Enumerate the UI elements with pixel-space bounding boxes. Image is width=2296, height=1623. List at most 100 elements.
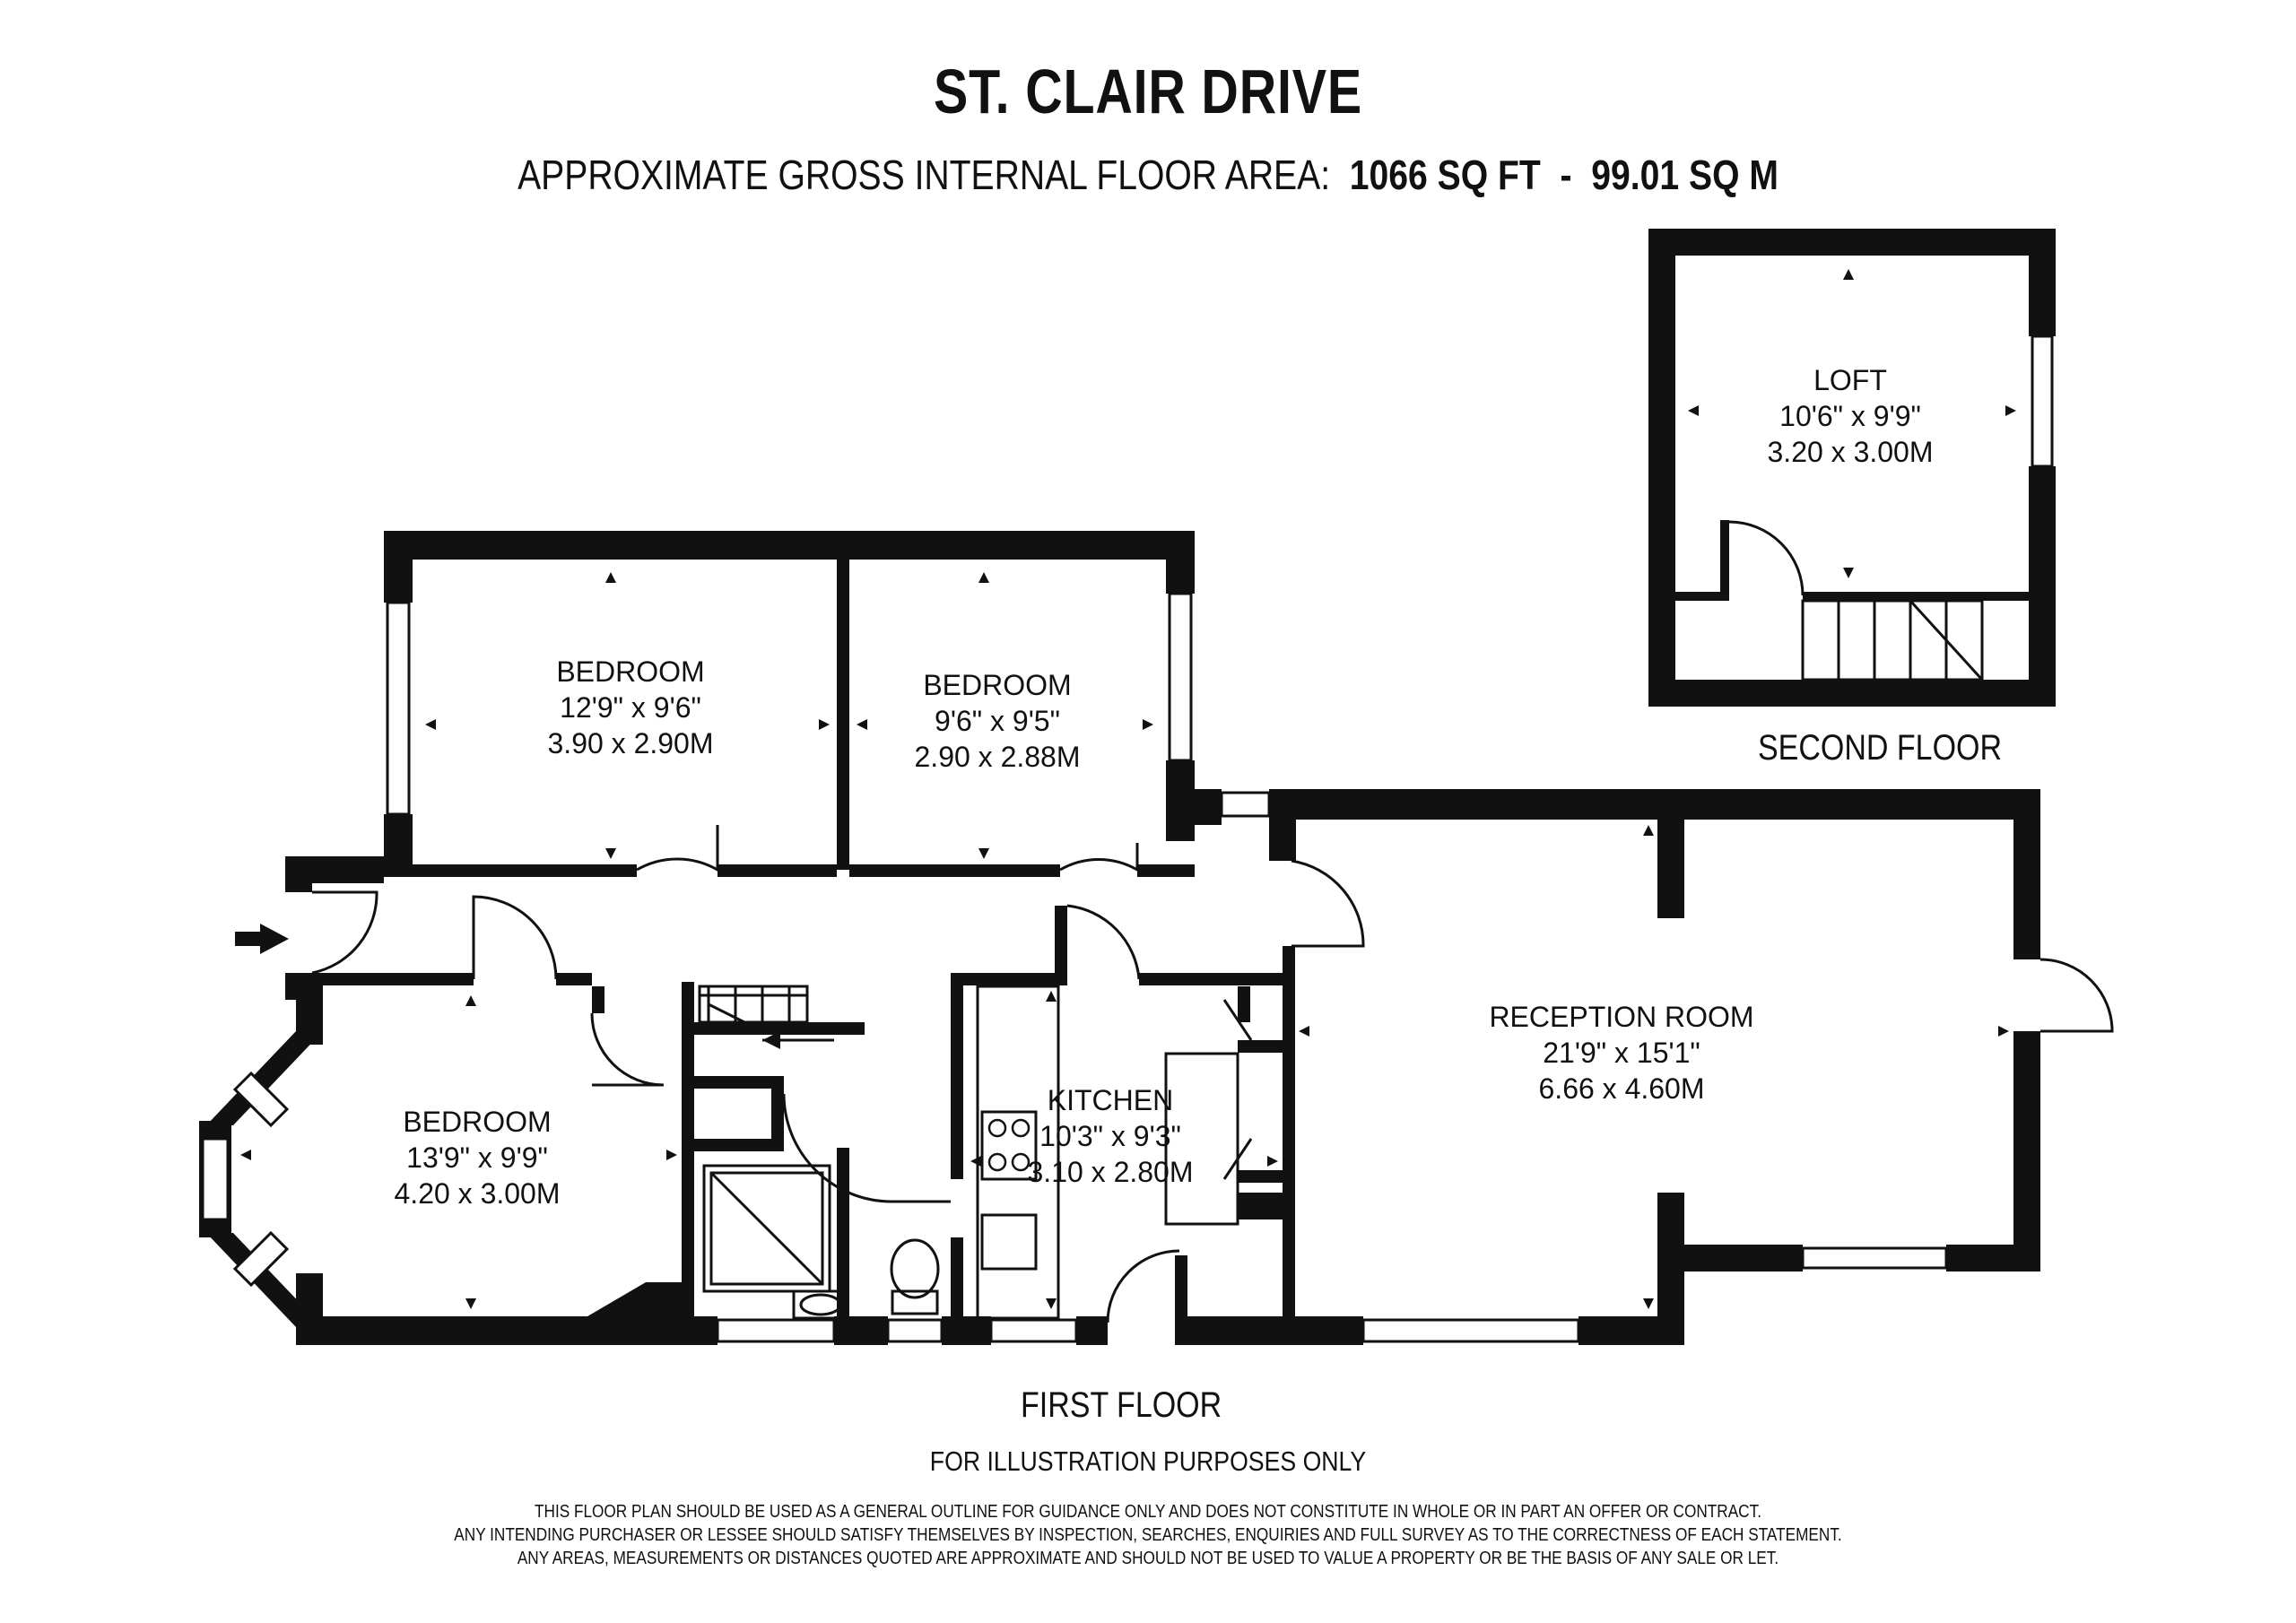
dimension-arrows xyxy=(240,269,2016,1309)
basin-bowl xyxy=(799,1293,842,1316)
bay-window-lower xyxy=(232,1230,290,1288)
loft-wall-bottom xyxy=(1648,680,2056,707)
bath-wall-bottom-left xyxy=(682,1316,718,1345)
stairs xyxy=(698,599,1984,1042)
disclaimer-line-3: ANY AREAS, MEASUREMENTS OR DISTANCES QUO… xyxy=(517,1549,1779,1568)
bay-wall-lower-diagonal xyxy=(206,1233,323,1327)
loft-wall-left xyxy=(1648,229,1675,707)
kitchen-imperial: 10'3" x 9'3" xyxy=(1039,1120,1181,1152)
wc-door-swing xyxy=(782,1093,951,1203)
wc-wall-bottom xyxy=(942,1316,991,1345)
reception-window-side xyxy=(1801,1246,1948,1270)
bedrooms-wall-top xyxy=(384,531,1195,560)
bedroom-right-wall-lower xyxy=(1166,760,1195,841)
bedroom-right-wall-upper xyxy=(1166,531,1195,594)
reception-wall-bottom-left xyxy=(1283,1316,1363,1345)
pantry-shelf-lower xyxy=(1238,1170,1283,1183)
wc-bowl xyxy=(890,1238,940,1299)
reception-door-swing xyxy=(1291,859,1365,948)
bedroom2-door-swing xyxy=(1059,843,1139,872)
bedroom2-wall-bottom-left xyxy=(849,864,1060,877)
loft-metric: 3.20 x 3.00M xyxy=(1768,436,1934,468)
reception-wall-right-upper xyxy=(2013,789,2040,959)
reception-name: RECEPTION ROOM xyxy=(1489,1001,1753,1033)
bedroom1-window xyxy=(386,601,411,816)
first-floor-stair-flight xyxy=(698,985,809,1024)
bedrooms-partition xyxy=(837,560,849,870)
loft-stair-flight xyxy=(1801,599,1984,681)
bath-wall-bottom-mid xyxy=(834,1316,888,1345)
bedroom3-metric: 4.20 x 3.00M xyxy=(395,1177,561,1210)
room-labels: LOFT 10'6" x 9'9" 3.20 x 3.00M BEDROOM 1… xyxy=(395,364,1934,1210)
illustration-notice: FOR ILLUSTRATION PURPOSES ONLY xyxy=(929,1445,1367,1477)
pantry-wall-upper xyxy=(1238,986,1250,1022)
stair-direction-arrow-head xyxy=(762,1031,780,1049)
loft-wall-right-lower xyxy=(2029,466,2056,707)
windows xyxy=(386,334,2054,1343)
landing-window xyxy=(1220,791,1271,818)
shower-tray xyxy=(702,1164,831,1293)
loft-door-swing xyxy=(1728,520,1805,596)
bay-bedroom-door-swing xyxy=(472,895,558,980)
loft-name: LOFT xyxy=(1813,364,1887,396)
floor-area-label: APPROXIMATE GROSS INTERNAL FLOOR AREA: xyxy=(517,152,1331,198)
kitchen-window xyxy=(989,1318,1078,1343)
bay-window-front xyxy=(201,1137,230,1221)
second-floor-label: SECOND FLOOR xyxy=(1758,728,2003,768)
kitchen-door-jamb xyxy=(1055,906,1067,985)
bay-bedroom-wall-angled xyxy=(587,1282,682,1345)
reception-pier-upper xyxy=(1657,820,1684,918)
bedroom-left-wall-lower xyxy=(384,814,413,877)
floor-area-sqm: 99.01 SQ M xyxy=(1591,152,1779,198)
loft-partition-left xyxy=(1675,592,1720,601)
wc-cistern xyxy=(891,1289,939,1315)
first-floor-label: FIRST FLOOR xyxy=(1021,1385,1222,1425)
bay-bedroom-wall-bottom xyxy=(296,1316,592,1345)
bedroom1-imperial: 12'9" x 9'6" xyxy=(560,691,701,724)
reception-wall-right-lower xyxy=(2013,1031,2040,1271)
entry-door-swing xyxy=(311,890,378,975)
walls xyxy=(199,229,2056,1345)
bedroom1-name: BEDROOM xyxy=(556,655,704,688)
reception-wall-bottom-right xyxy=(1578,1316,1684,1345)
kitchen-wall-top-left xyxy=(963,973,1064,985)
bedroom3-imperial: 13'9" x 9'9" xyxy=(406,1141,548,1174)
hob-rings xyxy=(987,1118,1031,1172)
bedroom1-door-swing xyxy=(636,825,719,872)
bedroom1-wall-bottom-left xyxy=(413,864,637,877)
loft-stair-treads xyxy=(1837,599,1984,681)
reception-imperial: 21'9" x 15'1" xyxy=(1543,1037,1700,1069)
reception-metric: 6.66 x 4.60M xyxy=(1539,1072,1705,1105)
entrance-arrow-icon xyxy=(235,924,289,954)
pantry-wall-lower xyxy=(1238,1193,1283,1219)
hall-wall-lower-left xyxy=(312,973,474,985)
first-floor-stair-treads xyxy=(700,986,807,1024)
kitchen-back-door-swing xyxy=(1106,1249,1180,1324)
loft-door-jamb xyxy=(1720,520,1729,601)
bath-wall-top-jamb xyxy=(771,1076,784,1148)
wc-window xyxy=(886,1318,944,1343)
floor-area-summary: APPROXIMATE GROSS INTERNAL FLOOR AREA: 1… xyxy=(172,151,2124,199)
disclaimer-line-1: THIS FLOOR PLAN SHOULD BE USED AS A GENE… xyxy=(535,1502,1761,1522)
kitchen-top-door-swing xyxy=(1066,904,1141,980)
hob xyxy=(980,1110,1038,1181)
kitchen-wall-left-upper xyxy=(951,973,963,1179)
reception-window-front xyxy=(1361,1318,1580,1343)
bedroom1-wall-bottom-right xyxy=(718,864,837,877)
bay-wall-upper-diagonal xyxy=(206,1031,323,1125)
hall-wall-lower-mid xyxy=(556,973,592,985)
loft-window xyxy=(2031,334,2054,468)
bedroom2-window xyxy=(1168,592,1193,762)
kitchen-wall-bottom-left xyxy=(1076,1316,1108,1345)
bath-window xyxy=(716,1318,836,1343)
bedroom2-wall-bottom-right xyxy=(1137,864,1195,877)
fixtures xyxy=(702,985,1239,1320)
floor-area-sqft: 1066 SQ FT xyxy=(1349,152,1541,198)
reception-step-jamb xyxy=(1671,1271,1683,1345)
bay-windows xyxy=(201,1071,290,1288)
pantry-shelf-upper xyxy=(1238,1040,1283,1053)
kitchen-name: KITCHEN xyxy=(1048,1084,1173,1116)
disclaimer-line-2: ANY INTENDING PURCHASER OR LESSEE SHOULD… xyxy=(454,1525,1842,1545)
bedroom2-imperial: 9'6" x 9'5" xyxy=(935,705,1060,737)
